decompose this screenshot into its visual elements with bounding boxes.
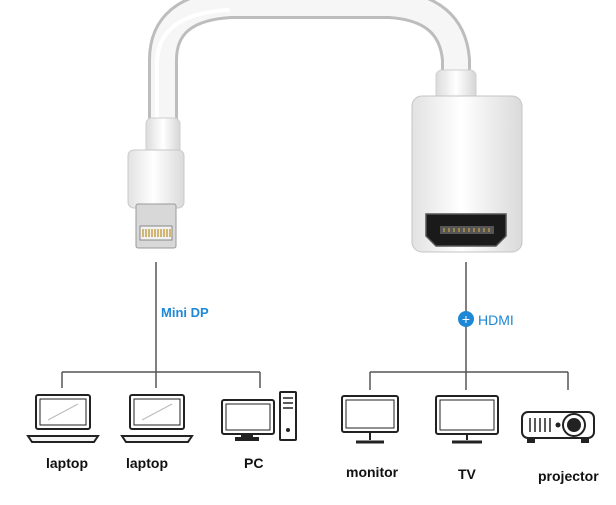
- hdmi-label-group: +HDMI: [458, 311, 514, 328]
- device-label-laptop-1: laptop: [46, 455, 88, 471]
- monitor-icon: [341, 395, 399, 444]
- cable: [145, 0, 477, 165]
- tv-icon: [435, 395, 499, 444]
- hdmi-label: HDMI: [478, 312, 514, 328]
- plus-icon: +: [458, 311, 474, 327]
- projector-icon: [521, 411, 595, 443]
- connection-lines: [61, 262, 569, 390]
- hdmi-connector: [411, 95, 523, 253]
- mini-dp-connector: [127, 149, 185, 249]
- device-label-laptop-2: laptop: [126, 455, 168, 471]
- laptop-icon: [26, 394, 100, 443]
- device-label-projector: projector: [538, 468, 599, 484]
- desktop-pc-icon: [221, 391, 297, 441]
- laptop-icon: [120, 394, 194, 443]
- device-label-pc: PC: [244, 455, 264, 471]
- mini-dp-label: Mini DP: [161, 305, 209, 320]
- device-label-monitor: monitor: [346, 464, 399, 480]
- device-label-tv: TV: [458, 466, 476, 482]
